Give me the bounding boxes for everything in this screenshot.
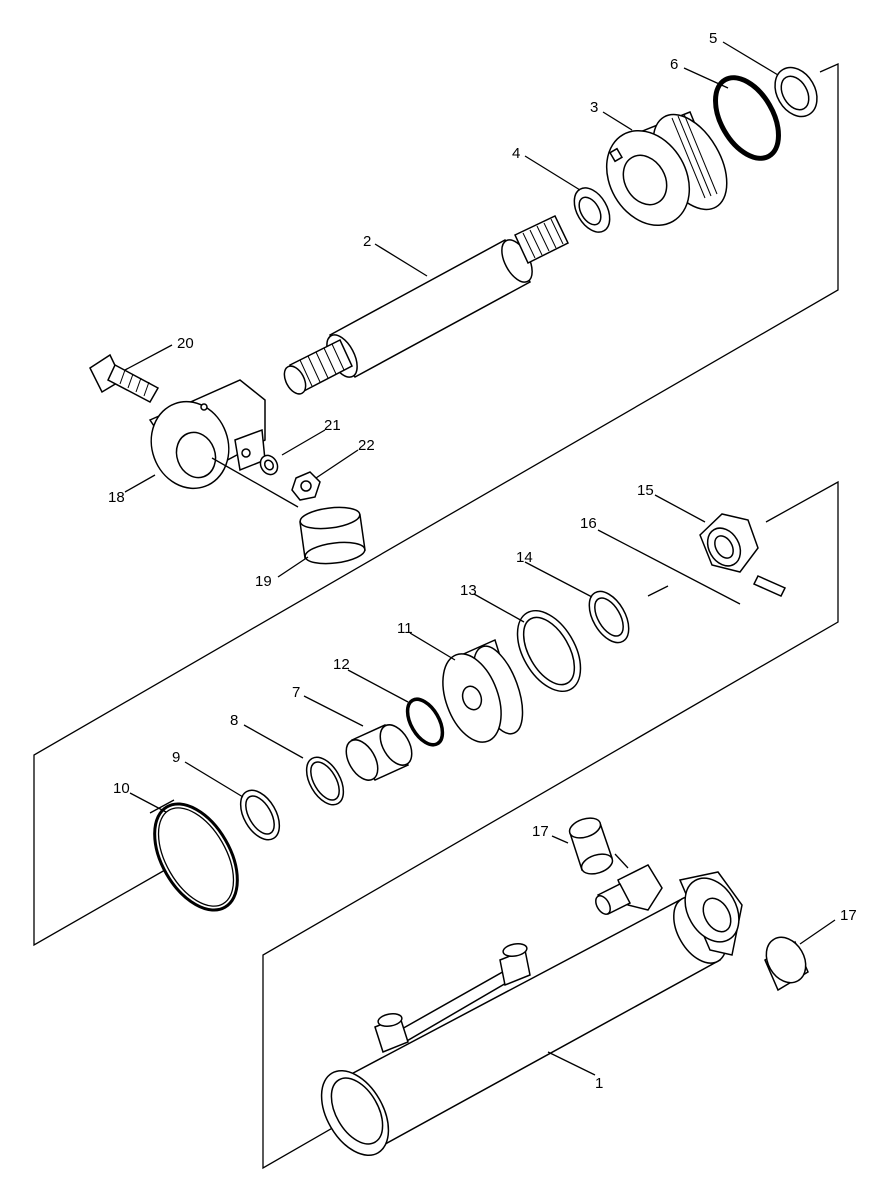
callout-10: 10 (113, 780, 130, 797)
part-7-spacer (345, 724, 413, 781)
part-11-piston (442, 638, 524, 743)
rod-thread-lines (522, 218, 564, 259)
callout-22: 22 (358, 437, 375, 454)
callout-4: 4 (512, 145, 520, 162)
callout-1: 1 (595, 1075, 603, 1092)
part-18-rod-eye (148, 379, 266, 490)
callout-2: 2 (363, 233, 371, 250)
callout-12: 12 (333, 656, 350, 673)
part-4-rod-seal (573, 187, 611, 233)
callout-11: 11 (397, 620, 413, 637)
callout-21: 21 (324, 417, 341, 434)
callout-16: 16 (580, 515, 597, 532)
part-17-bushing-lower (764, 936, 809, 992)
part-22-nut (291, 471, 321, 501)
callout-14: 14 (516, 549, 533, 566)
part-10-large-seal (153, 802, 239, 912)
callout-19: 19 (255, 573, 272, 590)
part-16-cotter-pin (752, 575, 787, 597)
part-14-wear-ring (588, 590, 630, 644)
part-3-gland (605, 111, 728, 227)
callout-18: 18 (108, 489, 125, 506)
part-1-cylinder-body (320, 864, 743, 1156)
middle-bracket-frame (262, 480, 839, 1170)
callout-20: 20 (177, 335, 194, 352)
part-12-o-ring (405, 697, 445, 747)
callout-15: 15 (637, 482, 654, 499)
part-5-wiper-seal (774, 66, 818, 118)
part-6-o-ring (713, 75, 781, 161)
callout-17-upper: 17 (532, 823, 549, 840)
upper-bracket-frame (33, 62, 839, 947)
callout-7: 7 (292, 684, 300, 701)
part-2-piston-rod (283, 215, 569, 395)
callout-13: 13 (460, 582, 477, 599)
part-21-lock-washer (259, 454, 279, 476)
callout-9: 9 (172, 749, 180, 766)
part-20-bolt (89, 353, 160, 403)
callout-5: 5 (709, 30, 717, 47)
rod-end-thread-lines (299, 343, 345, 387)
callout-17-lower: 17 (840, 907, 857, 924)
callout-6: 6 (670, 56, 678, 73)
part-17-bushing-upper (568, 817, 614, 875)
callout-8: 8 (230, 712, 238, 729)
callout-labels: 5 6 3 4 2 20 21 22 18 19 15 16 14 13 11 … (108, 30, 857, 1092)
leader-lines (124, 41, 836, 1076)
part-19-bushing (299, 506, 366, 565)
part-8-backup-ring (305, 756, 345, 806)
callout-3: 3 (590, 99, 598, 116)
part-13-piston-seal (516, 609, 582, 693)
part-15-piston-nut (699, 513, 759, 573)
part-9-seal-ring (239, 789, 281, 841)
